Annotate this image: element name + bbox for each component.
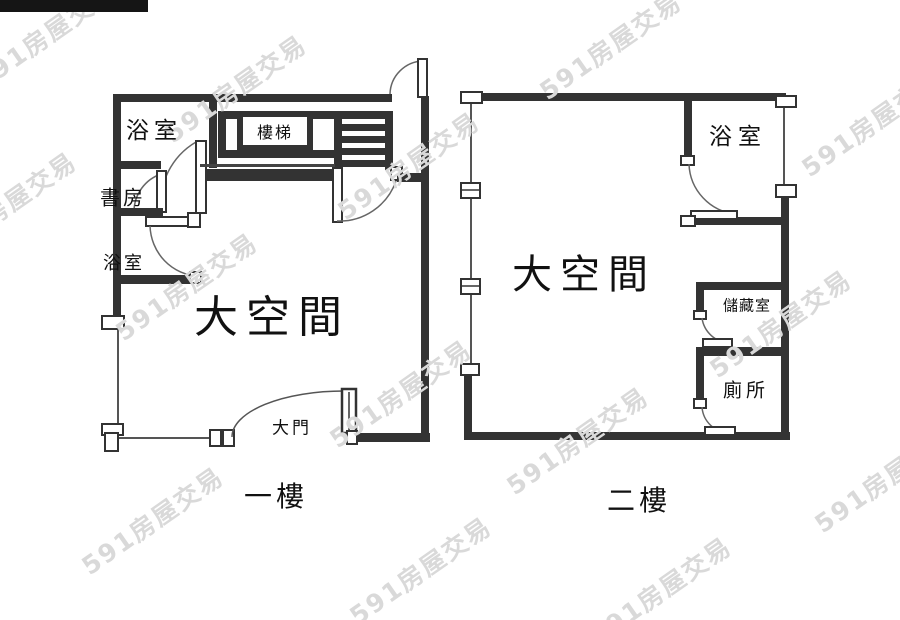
f2-divider-wall — [696, 347, 788, 356]
f1-main-space-label: 大空間 — [194, 292, 350, 343]
f2-bath-door-arc — [688, 163, 737, 215]
f2-bath-left-wall — [684, 93, 692, 158]
f1-study-bottom-wall — [113, 208, 163, 216]
f2-marker-right — [775, 184, 797, 198]
f2-bathroom-label: 浴室 — [709, 124, 767, 150]
scan-artifact-strip — [0, 0, 148, 12]
f1-tread-2 — [334, 136, 393, 143]
f2-toilet-label: 廁所 — [722, 379, 770, 402]
f1-tread-3 — [334, 148, 393, 155]
f2-bath-door-leaf — [690, 210, 738, 220]
f2-storage-hinge — [693, 310, 707, 320]
f1-window-marker — [101, 315, 125, 330]
f1-entry-hinge-1 — [209, 429, 222, 447]
f2-right-wall-thick — [781, 190, 789, 440]
f2-main-space-label: 大空間 — [512, 252, 656, 298]
f2-toilet-hinge — [693, 398, 707, 409]
f1-left-wall-thick — [113, 94, 121, 320]
f1-study-label: 書房 — [100, 185, 146, 210]
f2-bath-wall-cap — [680, 215, 696, 227]
f1-top-wall — [113, 94, 392, 102]
f1-hall-door-leaf — [332, 167, 343, 223]
f1-entry-hinge-2 — [222, 429, 235, 447]
f1-corner-marker-v — [104, 432, 119, 452]
floor2-title: 二樓 — [606, 484, 672, 517]
f2-toilet-door-leaf — [704, 426, 736, 436]
f2-marker-topright — [775, 95, 797, 108]
f2-toilet-left-wall — [696, 347, 704, 403]
f1-tread-4 — [334, 160, 393, 167]
f1-corridor-wall — [207, 169, 335, 181]
f2-marker-left-3 — [460, 363, 480, 376]
f2-bath-bottom-wall — [689, 217, 786, 225]
f1-stairs-bottom-rail — [218, 150, 337, 158]
f1-smallbath-wall-cap — [189, 271, 202, 284]
f1-right-wall — [421, 96, 429, 442]
f1-bathroom-door-leaf — [195, 140, 207, 214]
f2-storage-top-wall — [696, 282, 788, 290]
f1-smallbath-bottom-wall — [113, 275, 201, 284]
f2-top-wall — [466, 93, 786, 101]
f2-storage-left-wall — [696, 282, 704, 314]
floor2-walls — [460, 91, 797, 440]
f1-bathroom-right-wall — [209, 94, 217, 168]
f1-tread-1 — [334, 124, 393, 131]
f1-bottom-wall-thick — [355, 433, 430, 442]
floor1-walls — [101, 58, 430, 452]
f1-stairs-left-rail — [218, 111, 226, 158]
f2-bath-hinge — [680, 155, 695, 166]
f1-main-door-label: 大門 — [272, 418, 312, 439]
f1-entry-door-foot — [346, 430, 358, 445]
f1-hall-door-arc — [336, 180, 397, 222]
f2-left-wall-thick — [464, 370, 472, 440]
floor1-title: 一樓 — [243, 480, 309, 513]
f1-entry-door-arc — [231, 390, 345, 438]
f1-bathroom-small-label: 浴室 — [103, 253, 145, 274]
f1-study-door-leaf — [156, 170, 167, 213]
f1-stub-wall — [397, 173, 423, 182]
f1-bathroom-top-label: 浴室 — [126, 118, 182, 144]
f1-stairs-box — [237, 111, 313, 151]
f1-topright-door-leaf — [417, 58, 428, 98]
f2-bottom-wall — [464, 432, 790, 440]
f1-corridor-thin-line — [200, 164, 335, 167]
f1-bathroom-bottom-wall — [113, 161, 161, 169]
f1-stairs-label: 樓梯 — [256, 123, 294, 142]
f2-marker-topleft — [460, 91, 483, 104]
f2-storage-label: 儲藏室 — [722, 296, 772, 315]
f1-smallbath-door-cap — [187, 212, 201, 228]
